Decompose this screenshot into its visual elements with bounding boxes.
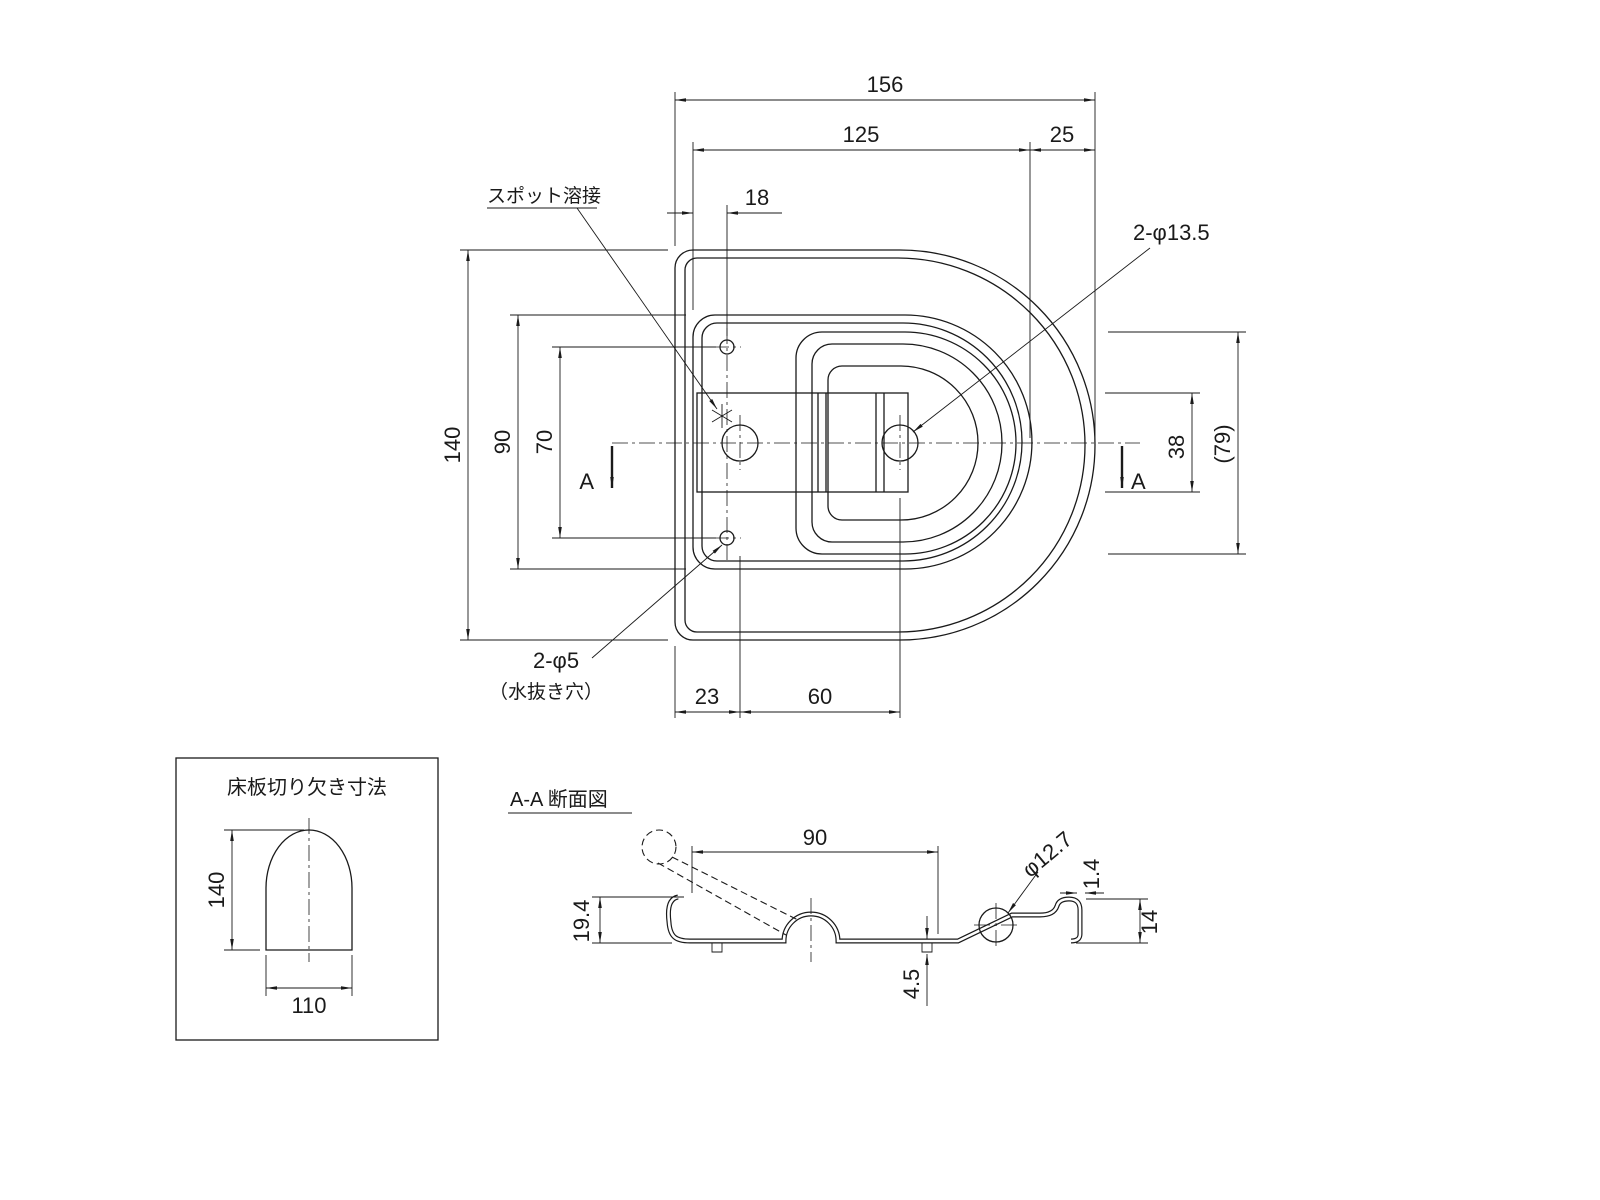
dim-text-right-offset: 25: [1050, 122, 1074, 147]
large-holes-callout: 2-φ13.5: [912, 220, 1210, 433]
section-marker-right: A: [1131, 469, 1146, 494]
cutout-detail-border: [175, 757, 439, 1041]
pan-inner-line: [701, 322, 1023, 562]
ring-outer-edge: [795, 331, 1017, 555]
holes: [711, 339, 919, 546]
dim-cutout-height: 140: [204, 829, 304, 951]
dim-bracket-height: 38: [1105, 392, 1200, 493]
dim-text-hole-offset-left: 23: [695, 684, 719, 709]
dim-text-weld-offset: 18: [745, 185, 769, 210]
dim-ring-height-ref: (79): [1108, 331, 1246, 555]
dim-lip-thickness: 1.4: [1060, 859, 1104, 895]
drain-holes-note: （水抜き穴）: [489, 681, 603, 703]
dim-text-lip-thickness: 1.4: [1079, 859, 1104, 890]
dim-text-inner-width: 125: [843, 122, 880, 147]
large-holes-label: 2-φ13.5: [1133, 220, 1210, 245]
cutout-shape: [265, 829, 353, 951]
ring-raised-phantom: [641, 829, 801, 936]
plate-flange-line: [684, 257, 1086, 633]
section-view: A-A 断面図 90 19.4: [508, 788, 1162, 1006]
section-cut-marks: A A: [579, 446, 1146, 494]
cutout-detail: 床板切り欠き寸法 140 110: [175, 757, 439, 1041]
dim-recess-depth: 19.4: [569, 896, 684, 944]
ring-inner-edge: [827, 365, 979, 521]
dim-text-bracket-height: 38: [1164, 435, 1189, 459]
weld-projection-right: [921, 943, 933, 953]
dim-text-section-opening: 90: [803, 825, 827, 850]
main-view: A A 156 125 25: [440, 72, 1246, 718]
drain-holes-callout: 2-φ5 （水抜き穴）: [489, 544, 723, 703]
dim-hole-spacing: 60: [740, 498, 901, 718]
centerlines: [612, 328, 1140, 560]
dim-hole-offset-left: 23: [674, 556, 741, 718]
plate-outline: [674, 249, 1096, 641]
dim-drain-spacing: 70: [532, 346, 716, 539]
spot-weld-callout: スポット溶接: [487, 185, 718, 410]
dim-text-plate-step: 4.5: [899, 969, 924, 1000]
annotations: スポット溶接 2-φ13.5 2-φ5 （水抜き穴）: [487, 185, 1210, 703]
dim-pan-height: 90: [490, 314, 686, 570]
dim-lip-height: 14: [1076, 898, 1162, 944]
section-title: A-A 断面図: [510, 788, 608, 811]
dim-text-lip-height: 14: [1137, 910, 1162, 934]
dim-weld-offset: 18: [667, 185, 782, 336]
dim-overall-width: 156: [674, 72, 1096, 440]
dim-text-overall-width: 156: [867, 72, 904, 97]
dim-text-overall-height: 140: [440, 427, 465, 464]
dim-text-cutout-height: 140: [204, 872, 229, 909]
weld-mark: [711, 404, 733, 428]
dim-cutout-width: 110: [265, 955, 353, 1018]
dim-right-offset: 25: [1030, 122, 1095, 152]
cutout-title: 床板切り欠き寸法: [227, 776, 387, 799]
dim-text-recess-depth: 19.4: [569, 900, 594, 943]
dimensions: 156 125 25 18: [440, 72, 1246, 718]
dim-text-ring-bar-dia: φ12.7: [1017, 826, 1077, 882]
weld-projection-left: [711, 943, 723, 953]
dim-text-hole-spacing: 60: [808, 684, 832, 709]
dim-inner-width: 125: [692, 122, 1031, 438]
drain-holes-label: 2-φ5: [533, 648, 579, 673]
part-outlines: [674, 249, 1096, 641]
spot-weld-label: スポット溶接: [487, 185, 601, 207]
bracket: [696, 392, 909, 493]
dim-plate-step: 4.5: [899, 916, 929, 1006]
dim-text-ring-height-ref: (79): [1210, 424, 1235, 463]
dim-text-cutout-width: 110: [291, 993, 326, 1018]
ring-mid-line: [811, 343, 1003, 543]
dim-text-drain-spacing: 70: [532, 430, 557, 454]
pan-outline: [692, 314, 1033, 570]
dim-text-pan-height: 90: [490, 430, 515, 454]
section-marker-left: A: [579, 469, 594, 494]
dim-section-opening: 90: [691, 825, 939, 934]
dim-overall-height: 140: [440, 249, 668, 641]
